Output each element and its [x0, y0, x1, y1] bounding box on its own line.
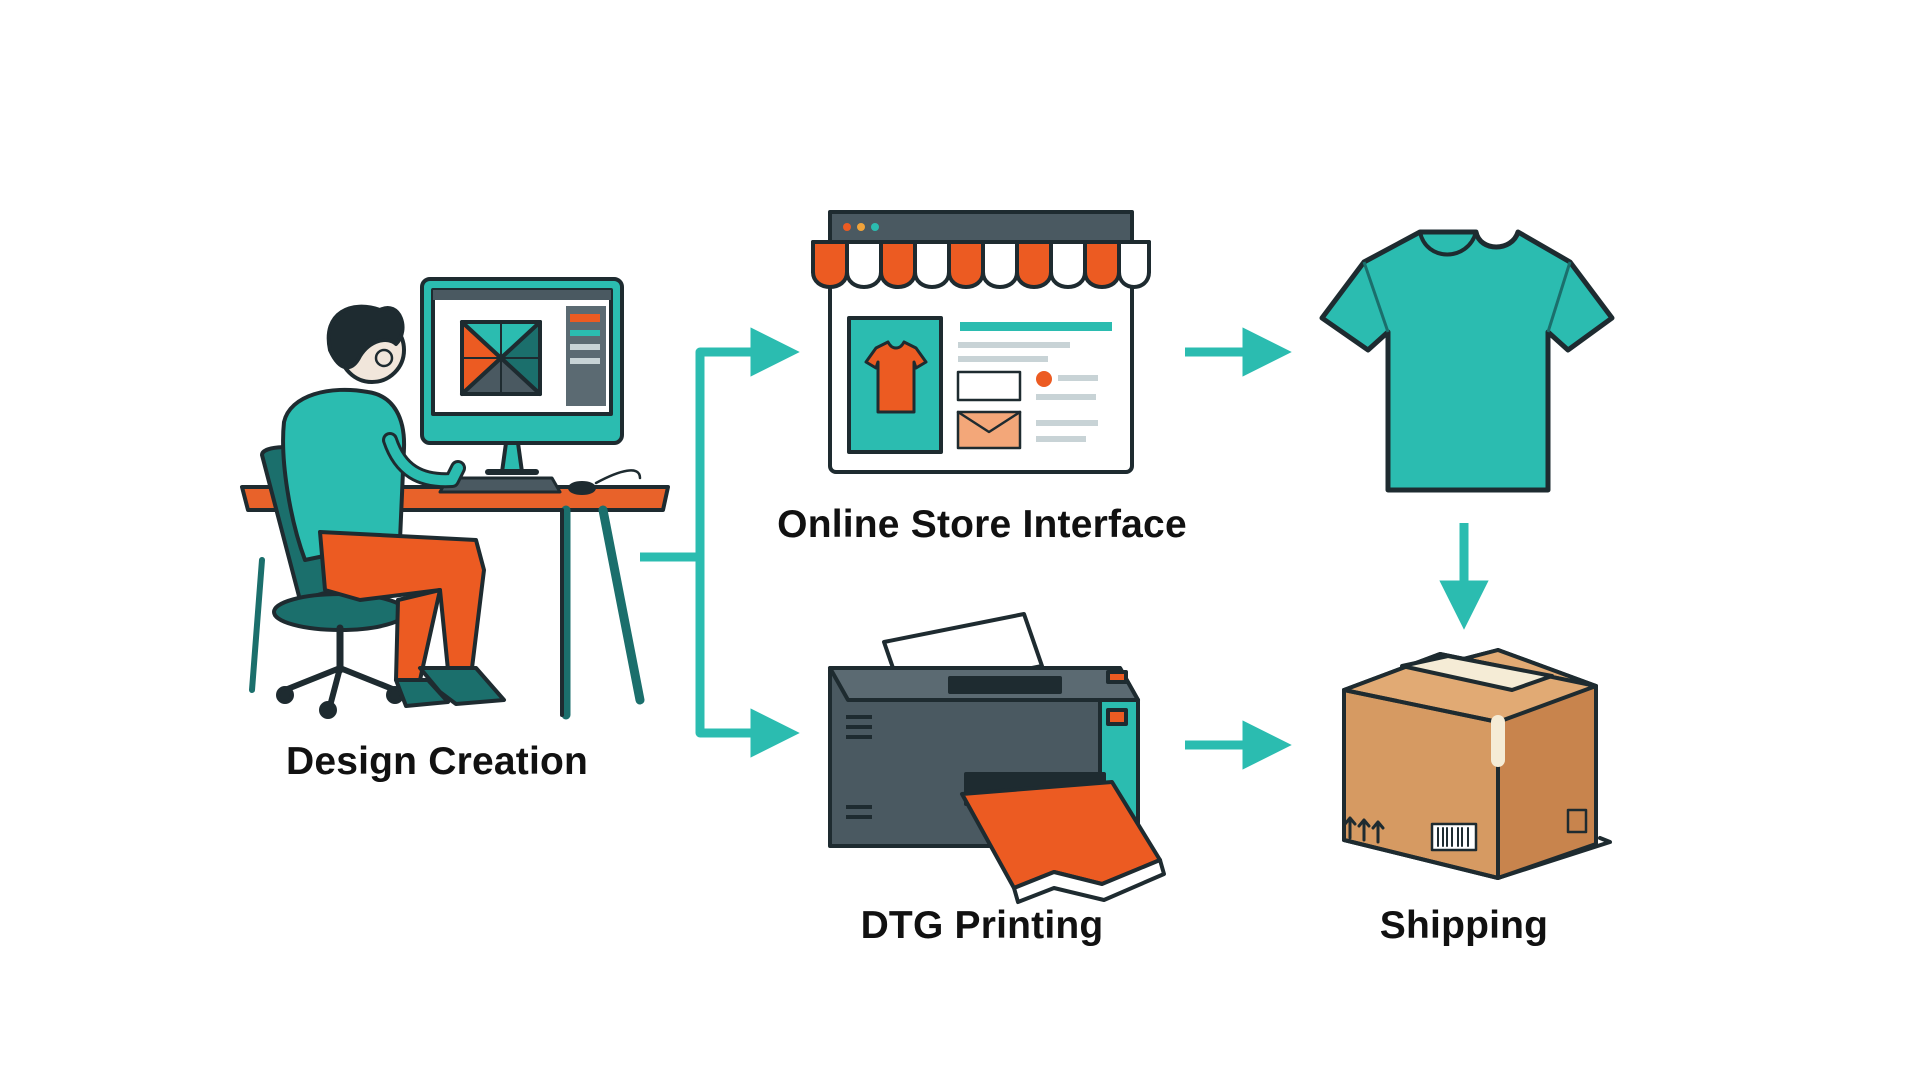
arrow-design-to-store [640, 327, 800, 562]
t-shirt-icon [1319, 229, 1615, 493]
node-label-design-creation: Design Creation [285, 740, 589, 783]
node-label-shipping: Shipping [1379, 904, 1549, 947]
printer-icon [828, 612, 1166, 904]
node-label-online-store-interface: Online Store Interface [777, 503, 1187, 546]
connectors [640, 327, 1489, 770]
arrow-design-to-printing [695, 557, 800, 758]
designer-at-desk-icon [240, 277, 670, 720]
shipping-box-icon [1342, 648, 1612, 880]
awning [811, 240, 1151, 289]
online-store-icon [811, 210, 1151, 474]
node-label-dtg-printing: DTG Printing [860, 904, 1104, 947]
